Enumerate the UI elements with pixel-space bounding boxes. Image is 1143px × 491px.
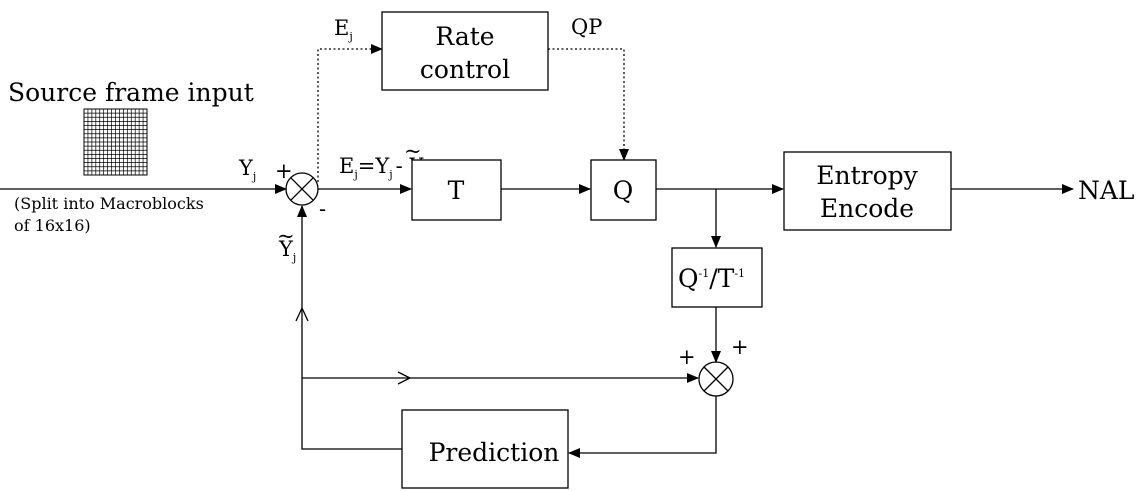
nal-label: NAL [1078, 176, 1135, 205]
yj-pred-tilde: ~ [277, 224, 295, 248]
entropy-encode-block [783, 151, 952, 231]
feedback-open-arrowhead [295, 306, 309, 322]
macroblock-grid-icon [83, 108, 148, 176]
adder-node [698, 361, 734, 397]
inverse-transform-label: Q-1/T-1 [678, 264, 745, 293]
quantizer-block [590, 159, 657, 221]
qp-line [548, 48, 629, 161]
ej-top-label: Ej [334, 16, 353, 43]
entropy-line2: Encode [820, 194, 914, 223]
quantizer-label: Q [613, 176, 634, 205]
transform-label: T [448, 176, 465, 205]
transform-block [411, 159, 502, 221]
rate-control-block [381, 11, 549, 91]
split-note-line2: of 16x16) [14, 216, 91, 235]
residual-tilde: ~ [404, 139, 422, 163]
source-frame-label: Source frame input [8, 78, 254, 107]
yj-pred-label: Yj [278, 237, 296, 264]
rate-control-line2: control [420, 55, 510, 84]
plus-sign-adder-left: + [678, 345, 696, 369]
rate-control-line1: Rate [435, 22, 494, 51]
inverse-transform-block [671, 247, 763, 308]
plus-sign-adder-top: + [731, 335, 749, 359]
prediction-label: Prediction [429, 438, 560, 467]
split-note-line1: (Split into Macroblocks [14, 194, 204, 213]
qp-label: QP [571, 15, 602, 39]
adder-to-prediction-line [568, 396, 717, 458]
ej-feed-line [317, 44, 383, 182]
plus-sign-input: + [275, 159, 293, 183]
mid-open-arrowhead [397, 371, 412, 385]
entropy-line1: Entropy [816, 161, 918, 190]
yj-input-label: Yj [238, 156, 256, 183]
prediction-block [401, 409, 569, 489]
prediction-feedback-line [297, 205, 402, 450]
minus-sign-subtractor: - [319, 197, 326, 221]
subtractor-node [285, 172, 319, 206]
